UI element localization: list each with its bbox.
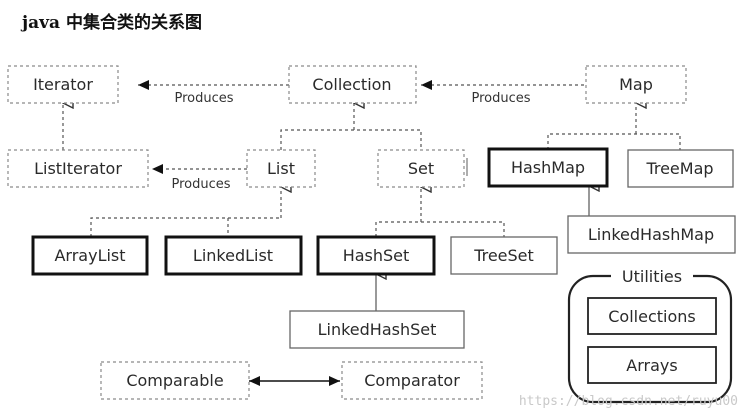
node-treeset: TreeSet (473, 246, 534, 265)
node-hashset: HashSet (343, 246, 410, 265)
label-produces-listiterator: Produces (171, 177, 230, 192)
class-nodes (289, 149, 736, 349)
list-box (246, 149, 316, 188)
linkedhashmap-box (567, 215, 736, 254)
collection-box (288, 65, 417, 104)
node-iterator: Iterator (33, 75, 93, 94)
arrays-box (587, 346, 717, 384)
hashset-box (316, 235, 436, 276)
node-hashmap: HashMap (511, 158, 585, 177)
utility-arrays: Arrays (626, 356, 677, 375)
map-box (585, 65, 687, 104)
node-comparable: Comparable (126, 371, 223, 390)
node-linkedlist: LinkedList (193, 246, 273, 265)
utilities-title: Utilities (622, 267, 682, 286)
relations (63, 80, 681, 386)
interface-nodes (7, 65, 687, 400)
node-linkedhashmap: LinkedHashMap (588, 225, 714, 244)
edge-list-set-extend-collection (280, 129, 422, 150)
collections-box (587, 297, 717, 335)
linkedhashset-box (289, 310, 465, 349)
node-collection: Collection (312, 75, 391, 94)
utilities-group: Utilities Collections Arrays (567, 266, 733, 404)
node-arraylist: ArrayList (54, 246, 125, 265)
node-comparator: Comparator (364, 371, 460, 390)
iterator-box (7, 65, 119, 104)
comparable-box (100, 361, 250, 400)
treeset-box (450, 236, 558, 275)
label-produces-iterator: Produces (174, 91, 233, 106)
treemap-box (627, 149, 734, 188)
set-box (377, 149, 465, 188)
node-set: Set (408, 159, 434, 178)
diagram-title: java 中集合类的关系图 (22, 13, 202, 33)
class-nodes-bold (31, 147, 609, 276)
comparator-box (341, 361, 483, 400)
node-list: List (267, 159, 295, 178)
listiterator-box (7, 149, 149, 188)
arraylist-box (31, 235, 149, 276)
edge-hashmap-treemap-implement-map (547, 133, 681, 150)
node-linkedhashset: LinkedHashSet (318, 320, 437, 339)
label-produces-collection: Produces (471, 91, 530, 106)
linkedlist-box (164, 235, 303, 276)
node-treemap: TreeMap (645, 159, 713, 178)
hashmap-box (487, 147, 609, 188)
node-map: Map (619, 75, 653, 94)
edge-hashset-treeset-implement-set (375, 221, 505, 237)
watermark-text: https://blog.csdn.net/ruyu00 (519, 394, 738, 409)
utility-collections: Collections (608, 307, 695, 326)
edge-arraylist-linkedlist-implement-list (90, 217, 229, 237)
node-listiterator: ListIterator (34, 159, 122, 178)
